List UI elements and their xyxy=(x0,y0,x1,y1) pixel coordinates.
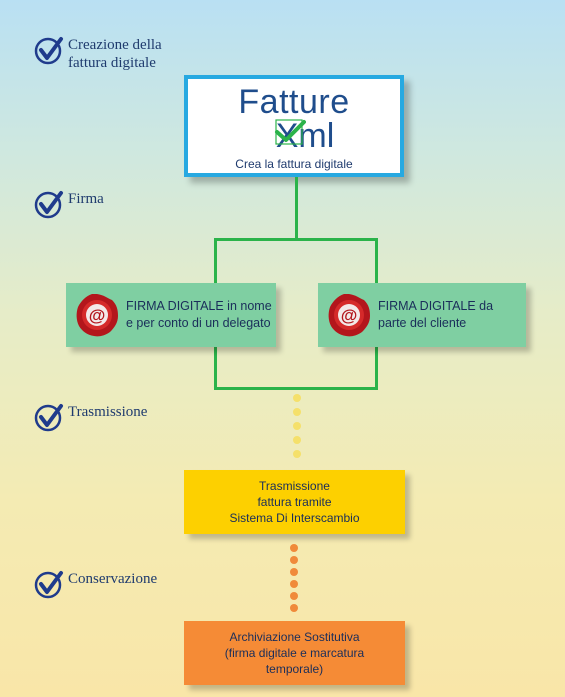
checkmark-icon xyxy=(34,37,63,65)
logo-checkmark-icon xyxy=(275,119,306,145)
connector-dot xyxy=(290,556,298,564)
checkmark-icon xyxy=(34,571,63,599)
logo-xml-text: Xml xyxy=(275,117,335,155)
connector-dot xyxy=(293,436,301,444)
connector-right-bottom xyxy=(375,347,378,390)
signature-text: FIRMA DIGITALE in nome e per conto di un… xyxy=(126,299,272,330)
step-firma: Firma xyxy=(34,190,104,220)
connector-left-bottom xyxy=(214,347,217,390)
svg-text:@: @ xyxy=(341,306,358,325)
connector-horizontal-top xyxy=(214,238,378,241)
connector-dot xyxy=(293,394,301,402)
checkmark-icon xyxy=(34,404,63,432)
connector-dot xyxy=(290,604,298,612)
step-conservazione: Conservazione xyxy=(34,570,157,600)
step-trasmissione: Trasmissione xyxy=(34,403,147,433)
step-label: Creazione della fattura digitale xyxy=(68,37,162,71)
logo-tagline: Crea la fattura digitale xyxy=(235,157,353,171)
connector-dot xyxy=(290,568,298,576)
wax-seal-at-icon: @ xyxy=(328,294,370,337)
fatture-xml-logo-box: Fatture Xml Crea la fattura digitale xyxy=(184,75,404,177)
signature-box-cliente: @ FIRMA DIGITALE da parte del cliente xyxy=(318,283,526,347)
connector-vertical-top xyxy=(295,177,298,240)
logo-text-line2: Xml xyxy=(188,119,400,153)
connector-horizontal-bottom xyxy=(214,387,378,390)
transmission-box: Trasmissione fattura tramite Sistema Di … xyxy=(184,470,405,534)
connector-dot xyxy=(293,422,301,430)
step-label: Conservazione xyxy=(68,571,158,587)
signature-text: FIRMA DIGITALE da parte del cliente xyxy=(378,299,494,330)
archive-box: Archiviazione Sostitutiva (firma digital… xyxy=(184,621,405,685)
connector-right-top xyxy=(375,238,378,283)
connector-left-top xyxy=(214,238,217,283)
connector-dot xyxy=(290,592,298,600)
logo-text-line1: Fatture xyxy=(238,83,350,121)
checkmark-icon xyxy=(34,191,63,219)
connector-dot xyxy=(293,450,301,458)
wax-seal-at-icon: @ xyxy=(76,294,118,337)
connector-dot xyxy=(290,544,298,552)
svg-text:@: @ xyxy=(89,306,106,325)
signature-box-delegato: @ FIRMA DIGITALE in nome e per conto di … xyxy=(66,283,276,347)
step-label: Firma xyxy=(68,191,104,207)
connector-dot xyxy=(293,408,301,416)
step-creazione: Creazione della fattura digitale xyxy=(34,36,162,72)
connector-dot xyxy=(290,580,298,588)
step-label: Trasmissione xyxy=(68,404,148,420)
